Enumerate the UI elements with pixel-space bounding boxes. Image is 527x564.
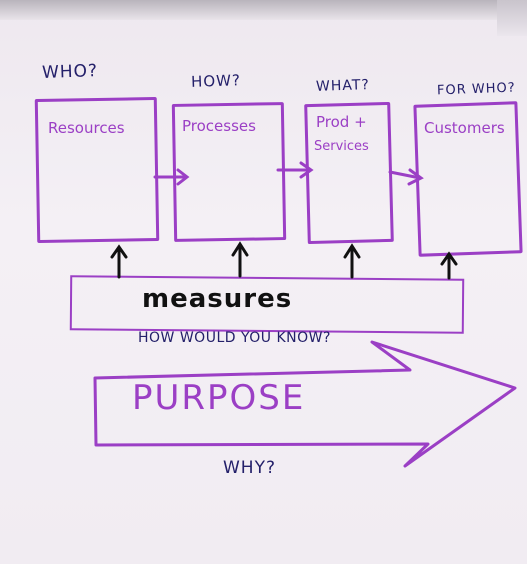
resources-label: Resources [48, 119, 125, 137]
how-would-you-know-label: HOW WOULD YOU KNOW? [138, 330, 331, 346]
paper-corner [497, 0, 527, 36]
services-label: Services [314, 139, 369, 154]
products-label: Prod + [316, 113, 367, 131]
arrow-products-to-customers [388, 170, 422, 180]
customers-label: Customers [424, 119, 505, 137]
purpose-arrow [93, 340, 517, 468]
why-label: WHY? [223, 458, 276, 478]
purpose-label: PURPOSE [132, 378, 306, 418]
measures-label: measures [142, 284, 293, 314]
paper-shadow [0, 0, 527, 20]
processes-label: Processes [182, 117, 256, 135]
